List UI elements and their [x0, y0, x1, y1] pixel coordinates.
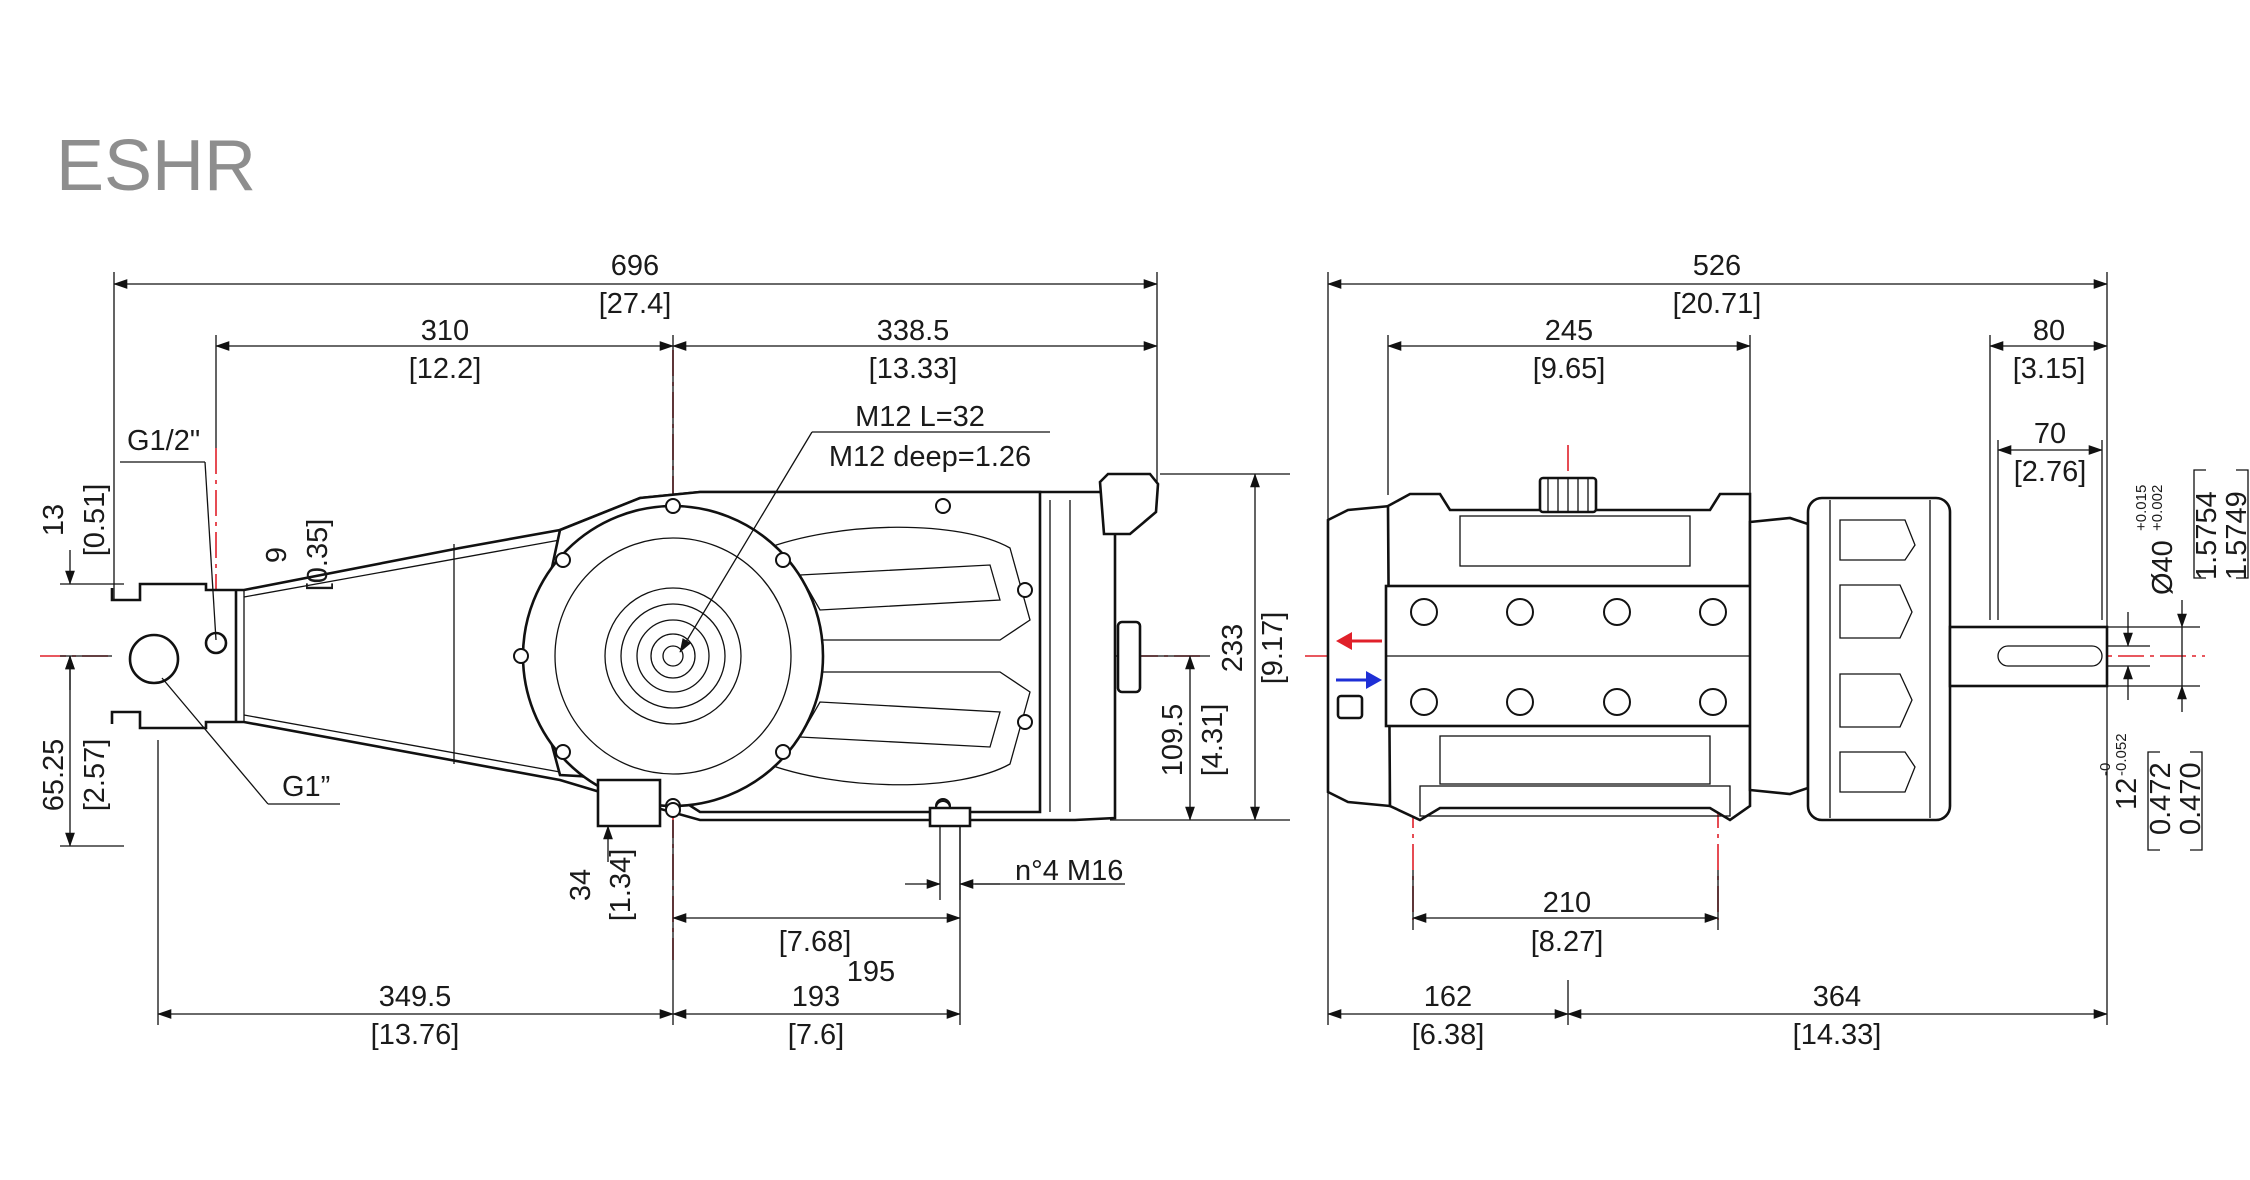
dim-349-in: [13.76] [371, 1019, 460, 1051]
dim-245-in: [9.65] [1533, 353, 1606, 385]
dim-310: 310 [421, 315, 469, 347]
dim-338: 338.5 [877, 315, 950, 347]
dim-162: 162 [1424, 981, 1472, 1013]
shaft-dia-tol-lower: +0.002 [2149, 485, 2166, 531]
dim-70: 70 [2034, 418, 2066, 450]
front-crankcase [1748, 516, 1810, 796]
dim-210-in: [8.27] [1531, 926, 1604, 958]
dim-195-in: [7.68] [779, 926, 852, 958]
crank-cover [521, 504, 825, 808]
thread-label-2: M12 deep=1.26 [829, 441, 1031, 473]
dim-9-in: [0.35] [302, 519, 334, 592]
shaft-key [1997, 645, 2103, 667]
dim-80: 80 [2033, 315, 2065, 347]
oil-filler-cap [1098, 472, 1160, 536]
dim-13-in: [0.51] [79, 484, 111, 557]
dim-65-in: [2.57] [79, 739, 111, 812]
dim-9: 9 [261, 547, 293, 563]
dim-70-in: [2.76] [2014, 456, 2087, 488]
foot-left [596, 778, 662, 828]
dim-526: 526 [1693, 250, 1741, 282]
side-view: 696 [27.4] 310 [12.2] 338.5 [13.33] 195 … [38, 250, 1290, 1051]
inlet-g1-port [128, 633, 180, 685]
shaft-diameter-tolerance: Ø40 +0.015 +0.002 [2133, 485, 2179, 595]
key-width-tolerance: 12 -0 -0.052 [2097, 733, 2143, 810]
dim-109: 109.5 [1157, 704, 1189, 777]
dim-233: 233 [1217, 624, 1249, 672]
dim-34: 34 [565, 869, 597, 901]
dim-34-in: [1.34] [605, 849, 637, 922]
dim-696-in: [27.4] [599, 288, 672, 320]
dim-109-in: [4.31] [1197, 704, 1229, 777]
dim-364: 364 [1813, 981, 1861, 1013]
dim-696: 696 [611, 250, 659, 282]
dim-210: 210 [1543, 887, 1591, 919]
key-width-tol-lower: -0.052 [2113, 733, 2130, 776]
thread-label-1: M12 L=32 [855, 401, 985, 433]
dim-162-in: [6.38] [1412, 1019, 1485, 1051]
dim-195-label: 195 [847, 956, 895, 988]
shaft-diameter-inches: 1.5754 1.5749 [2191, 491, 2250, 580]
front-left-cap [1326, 504, 1392, 808]
dim-65: 65.25 [38, 739, 70, 812]
dim-310-in: [12.2] [409, 353, 482, 385]
dim-233-in: [9.17] [1257, 612, 1289, 685]
bolts-label: n°4 M16 [1015, 855, 1123, 887]
key-width-label: 12 [2111, 778, 2143, 810]
drive-shaft [1948, 625, 2109, 688]
page-title: ESHR [56, 126, 256, 206]
g-one-label: G1” [282, 771, 330, 803]
shaft-dia-in-lower: 1.5749 [2221, 491, 2250, 580]
dim-364-in: [14.33] [1793, 1019, 1882, 1051]
dim-349: 349.5 [379, 981, 452, 1013]
dim-338-in: [13.33] [869, 353, 958, 385]
foot-right [928, 806, 972, 828]
sight-glass [1116, 620, 1142, 694]
dim-193: 193 [792, 981, 840, 1013]
key-width-in-upper: 0.472 [2145, 762, 2177, 835]
g-half-label: G1/2" [127, 425, 200, 457]
shaft-dia-label: Ø40 [2147, 540, 2179, 595]
dim-245: 245 [1545, 315, 1593, 347]
dim-13: 13 [38, 504, 70, 536]
dim-526-in: [20.71] [1673, 288, 1762, 320]
rear-cover [1806, 496, 1952, 822]
key-width-tol-upper: -0 [2097, 763, 2114, 776]
front-view: 526 [20.71] 245 [9.65] 80 [3.15] 70 [2.7… [1305, 250, 2250, 1051]
dim-80-in: [3.15] [2013, 353, 2086, 385]
key-width-inches: 0.472 0.470 [2145, 762, 2207, 835]
shaft-dia-tol-upper: +0.015 [2133, 485, 2150, 531]
dim-193-in: [7.6] [788, 1019, 844, 1051]
shaft-dia-in-upper: 1.5754 [2191, 491, 2223, 580]
manifold-bolts [1410, 598, 1727, 716]
